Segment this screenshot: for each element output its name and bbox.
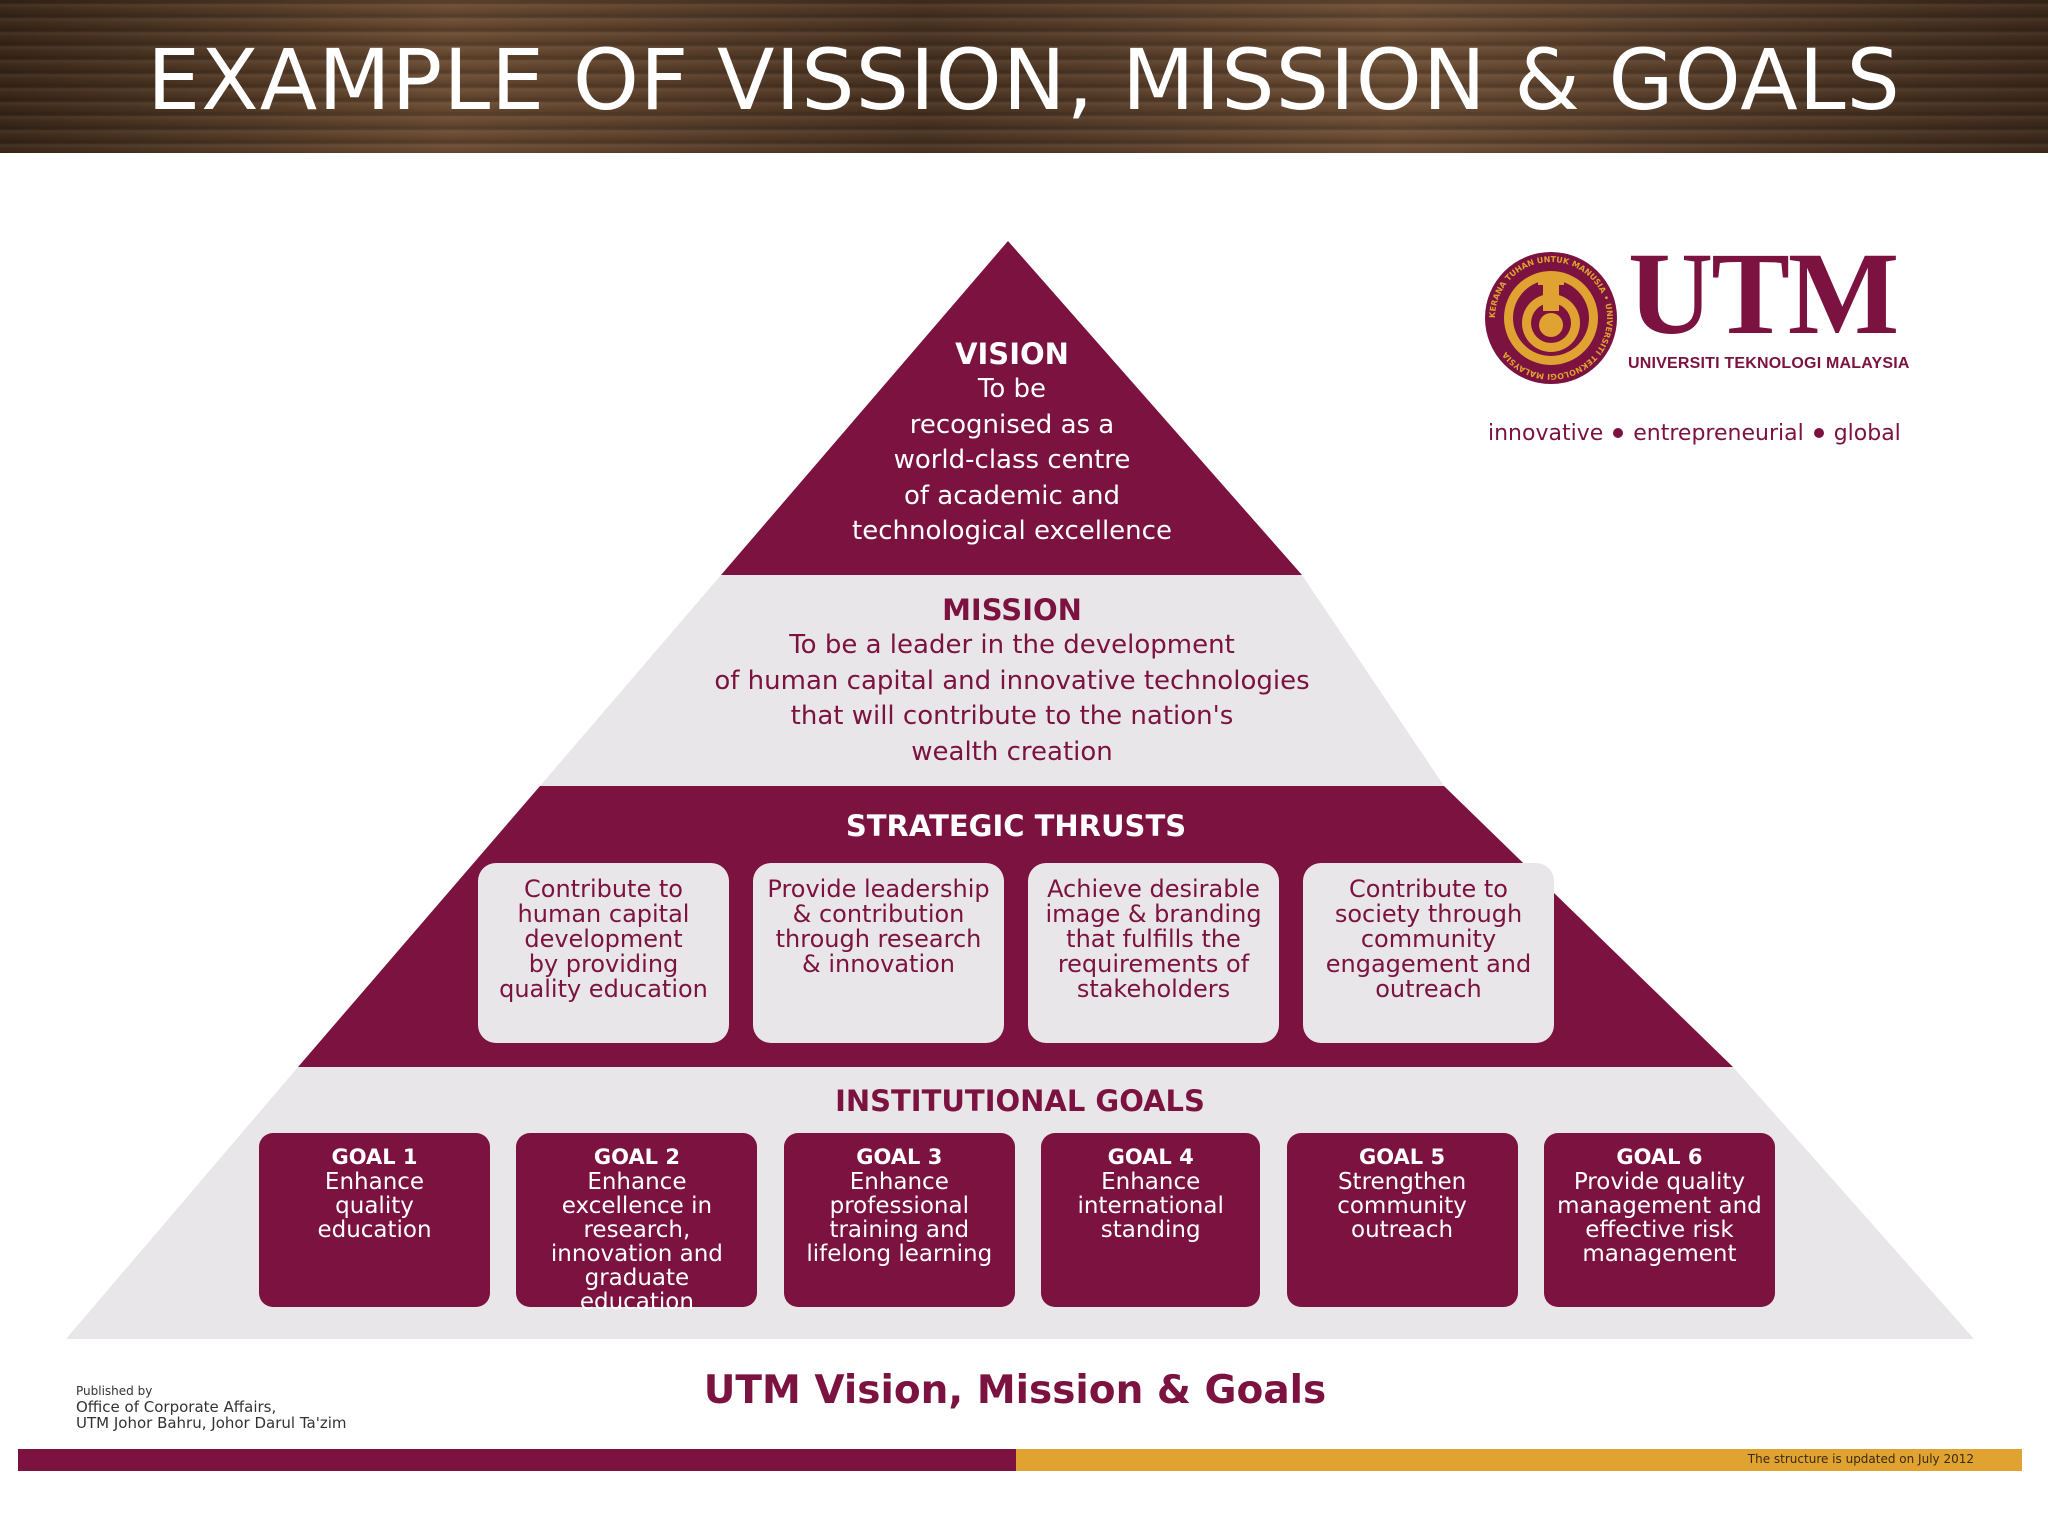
thrust-line: Provide leadership [767,875,990,903]
thrust-line: that fulfills the [1066,925,1241,953]
bullet-dot-icon [1813,428,1824,438]
goal-label: GOAL 1 [331,1145,418,1169]
goal-line: Strengthen [1337,1169,1467,1195]
goal-line: international [1077,1193,1224,1219]
mission-line: that will contribute to the nation's [790,701,1234,731]
thrust-line: outreach [1375,975,1482,1003]
thrust-line: & contribution [792,900,965,928]
thrust-line: Achieve desirable [1047,875,1260,903]
publisher-line: UTM Johor Bahru, Johor Darul Ta'zim [76,1414,347,1432]
strategic-thrusts-row: Contribute to human capital development … [478,863,1554,1045]
goal-line: training and [829,1217,970,1243]
goal-card: GOAL 1 Enhance quality education [259,1133,490,1307]
vision-block: VISION To be recognised as a world-class… [812,336,1212,550]
goal-card: GOAL 2 Enhance excellence in research, i… [516,1133,758,1314]
goal-label: GOAL 5 [1359,1145,1446,1169]
thrust-line: Contribute to [1349,875,1508,903]
utm-seal-logo: KERANA TUHAN UNTUK MANUSIA • UNIVERSITI … [1485,252,1617,384]
goal-line: innovation and [550,1241,723,1267]
footer-bar-plum [18,1449,1016,1471]
thrust-card: Achieve desirable image & branding that … [1028,863,1279,1043]
thrust-line: community [1360,925,1497,953]
goal-label: GOAL 4 [1107,1145,1194,1169]
utm-logo-subtitle: UNIVERSITI TEKNOLOGI MALAYSIA [1628,355,1910,372]
footer-note: The structure is updated on July 2012 [1747,1452,1974,1466]
thrust-line: quality education [499,975,708,1003]
goal-line: Enhance [324,1169,425,1195]
mission-block: MISSION To be a leader in the developmen… [662,592,1362,770]
vision-heading: VISION [955,337,1069,371]
utm-tagline: innovative entrepreneurial global [1488,421,1901,446]
thrust-line: engagement and [1325,950,1532,978]
tagline-word: global [1833,421,1901,446]
publisher-line: Office of Corporate Affairs, [76,1398,277,1416]
vision-line: To be [977,374,1047,404]
goal-card: GOAL 6 Provide quality management and ef… [1543,1133,1775,1307]
tagline-word: innovative [1488,421,1604,446]
goal-line: community [1337,1193,1467,1219]
mission-heading: MISSION [942,593,1082,627]
goal-line: management and [1557,1193,1762,1219]
goal-line: Enhance [849,1169,949,1195]
goal-card: GOAL 5 Strengthen community outreach [1286,1133,1518,1307]
goal-label: GOAL 6 [1616,1145,1703,1169]
thrust-line: development [524,925,683,953]
goal-line: excellence in [561,1193,713,1219]
goal-card: GOAL 3 Enhance professional training and… [783,1133,1015,1307]
tagline-word: entrepreneurial [1633,421,1804,446]
slide-title: EXAMPLE OF VISSION, MISSION & GOALS [147,31,1901,129]
goal-card: GOAL 4 Enhance international standing [1041,1133,1261,1307]
goal-label: GOAL 3 [856,1145,943,1169]
footer-bar-gold: The structure is updated on July 2012 [1016,1449,2022,1471]
thrust-line: Contribute to [524,875,683,903]
footer-bar: The structure is updated on July 2012 [18,1449,2022,1471]
vision-line: technological excellence [852,516,1172,546]
goal-line: quality [335,1193,414,1219]
mission-line: wealth creation [911,736,1113,767]
goal-line: Enhance [1101,1169,1201,1195]
publisher-info: Published by Office of Corporate Affairs… [76,1383,347,1431]
pyramid-mission-tier [540,575,1444,786]
vision-line: recognised as a [909,409,1115,440]
vision-line: world-class centre [893,445,1131,475]
utm-wordmark: UTM [1628,228,1899,359]
goal-line: graduate education [579,1265,694,1315]
mission-line: To be a leader in the development [789,630,1235,660]
thrust-line: by providing [528,950,679,978]
thrust-line: society through [1334,900,1523,928]
goal-line: education [317,1217,432,1243]
mission-line: of human capital and innovative technolo… [714,665,1310,696]
thrust-line: requirements of [1057,950,1250,978]
diagram-caption: UTM Vision, Mission & Goals [703,1368,1327,1413]
goal-line: management [1582,1241,1737,1267]
goal-line: Enhance [587,1169,687,1195]
bullet-dot-icon [1613,428,1624,438]
vision-line: of academic and [903,480,1120,511]
thrust-line: image & branding [1045,900,1262,928]
pyramid-vision-tier [721,241,1302,575]
goal-line: professional [829,1193,969,1219]
institutional-goals-heading: INSTITUTIONAL GOALS [835,1084,1205,1118]
goal-line: research, [583,1217,691,1243]
thrust-line: through research [775,925,982,953]
goal-line: lifelong learning [806,1241,993,1267]
goal-line: effective risk [1585,1217,1734,1243]
title-banner: EXAMPLE OF VISSION, MISSION & GOALS [0,0,2048,153]
thrust-line: human capital [517,900,690,928]
thrust-line: stakeholders [1076,975,1231,1003]
goal-line: outreach [1351,1217,1454,1243]
thrust-card: Provide leadership & contribution throug… [753,863,1004,1043]
goal-label: GOAL 2 [593,1145,680,1169]
thrust-card: Contribute to society through community … [1303,863,1554,1043]
goal-line: Provide quality [1573,1169,1746,1195]
publisher-line: Published by [76,1384,153,1398]
thrust-line: & innovation [802,950,955,978]
strategic-thrusts-heading: STRATEGIC THRUSTS [845,809,1187,843]
institutional-goals-row: GOAL 1 Enhance quality education GOAL 2 … [259,1133,1775,1314]
goal-line: standing [1100,1217,1201,1243]
thrust-card: Contribute to human capital development … [478,863,729,1043]
